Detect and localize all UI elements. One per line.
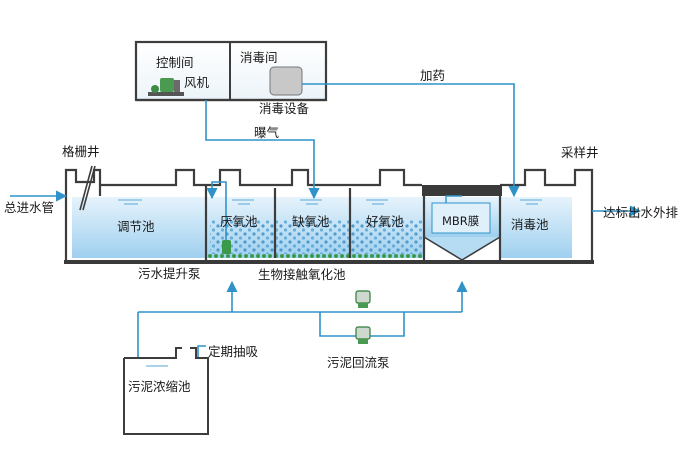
diffuser-dot [208, 254, 212, 258]
water-bio-section [206, 197, 424, 258]
diffuser-dot [400, 254, 404, 258]
label-sewage-lift-pump: 污水提升泵 [138, 266, 201, 281]
diffuser-dot [268, 254, 272, 258]
diffuser-dot [382, 254, 386, 258]
diffuser-dot [262, 254, 266, 258]
diffuser-dot [214, 254, 218, 258]
label-disinfection-tank: 消毒池 [511, 217, 549, 232]
label-disinfection-room: 消毒间 [240, 50, 278, 65]
biofilm-media [210, 220, 422, 254]
pipes [10, 83, 642, 358]
label-sludge-return-pump: 污泥回流泵 [327, 355, 390, 370]
diffuser-dot [364, 254, 368, 258]
diffuser-dot [376, 254, 380, 258]
dosing-tank-icon [269, 66, 303, 96]
label-aeration: 曝气 [254, 125, 280, 140]
diffuser-dot [328, 254, 332, 258]
diffuser-dot [394, 254, 398, 258]
return-pump-icon [355, 290, 371, 344]
diffuser-dot [244, 254, 248, 258]
diffuser-dot [418, 254, 422, 258]
diffuser-dot [286, 254, 290, 258]
water-equalization [72, 197, 206, 258]
floor-slab [64, 260, 594, 264]
label-disinfection-equipment: 消毒设备 [259, 101, 310, 116]
diffuser-dot [370, 254, 374, 258]
label-anoxic-tank: 缺氧池 [292, 214, 330, 229]
label-anaerobic-tank: 厌氧池 [220, 214, 258, 229]
label-compliant-discharge: 达标出水外排 [603, 205, 679, 220]
label-dosing: 加药 [420, 68, 446, 83]
sludge-thickening-tank [123, 347, 209, 435]
diffuser-dot [298, 254, 302, 258]
blower-icon [148, 78, 184, 96]
diffuser-dot [412, 254, 416, 258]
diffuser-dot [334, 254, 338, 258]
membrane-module-icon [431, 195, 491, 234]
diffuser-dot [232, 254, 236, 258]
lift-pump-icon [222, 240, 231, 254]
diffuser-dot [280, 254, 284, 258]
diffuser-dot [316, 254, 320, 258]
diffuser-dot [292, 254, 296, 258]
diffuser-dot [256, 254, 260, 258]
diffuser-dot [226, 254, 230, 258]
bar-screen-icon [79, 165, 96, 211]
label-sampling-well: 采样井 [561, 145, 599, 160]
water-ripples [118, 199, 542, 205]
diffuser-dot [322, 254, 326, 258]
water-disinfection [500, 197, 572, 258]
label-bio-contact-oxidation-tank: 生物接触氧化池 [258, 267, 346, 282]
label-aerobic-tank: 好氧池 [366, 214, 404, 229]
label-control-room: 控制间 [156, 55, 194, 70]
diffuser-dot [340, 254, 344, 258]
diffuser-dot [238, 254, 242, 258]
diffuser-dot [406, 254, 410, 258]
label-equalization-tank: 调节池 [117, 219, 155, 234]
diffuser-dot [250, 254, 254, 258]
diffuser-dot [388, 254, 392, 258]
label-fan: 风机 [184, 75, 210, 90]
mbr-cover [422, 185, 502, 196]
diffuser-dot [352, 254, 356, 258]
label-mbr-membrane: MBR膜 [442, 214, 480, 228]
label-bar-screen-well: 格栅井 [62, 144, 100, 159]
label-main-inlet-pipe: 总进水管 [4, 200, 55, 215]
label-sludge-thickening-tank: 污泥浓缩池 [128, 379, 191, 394]
diffuser-dot [310, 254, 314, 258]
diffuser-dot [358, 254, 362, 258]
diffuser-dot [220, 254, 224, 258]
label-regular-pumping: 定期抽吸 [208, 344, 259, 359]
diffuser-dot [304, 254, 308, 258]
